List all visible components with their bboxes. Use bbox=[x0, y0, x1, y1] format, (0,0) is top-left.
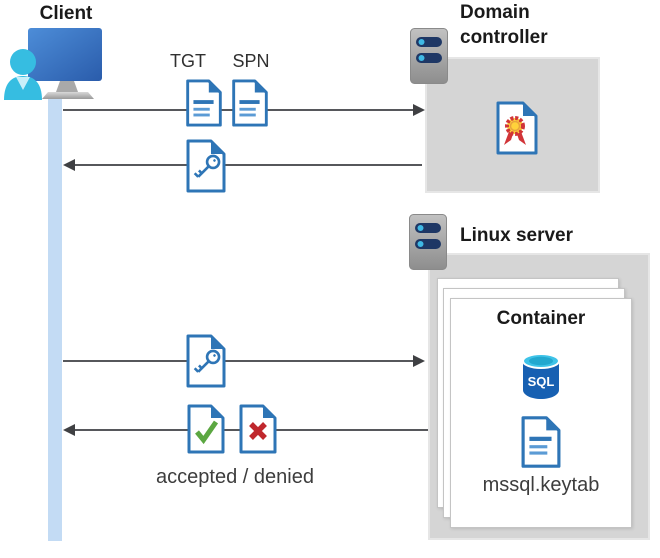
domain-controller-server-icon bbox=[410, 28, 448, 84]
linux-server-icon bbox=[409, 214, 447, 270]
keytab-file-label: mssql.keytab bbox=[482, 473, 600, 496]
denied-document-icon bbox=[239, 404, 277, 454]
spn-label: SPN bbox=[232, 51, 270, 71]
arrow-send-ticket-head bbox=[413, 355, 425, 367]
client-workstation-icon bbox=[4, 26, 104, 100]
linux-server-label: Linux server bbox=[460, 225, 573, 246]
client-lifeline bbox=[48, 94, 62, 541]
tgt-document-icon bbox=[185, 79, 223, 127]
spn-document-icon bbox=[231, 79, 269, 127]
kerberos-ticket-to-server-icon bbox=[186, 334, 226, 388]
result-label: accepted / denied bbox=[156, 466, 314, 488]
keytab-document-icon bbox=[521, 415, 561, 469]
client-label: Client bbox=[39, 3, 93, 24]
arrow-return-ticket-head bbox=[63, 159, 75, 171]
container-label: Container bbox=[496, 308, 586, 329]
sql-icon-label: SQL bbox=[528, 374, 555, 389]
sql-server-icon: SQL bbox=[521, 352, 561, 400]
domain-controller-label: Domain controller bbox=[460, 2, 548, 48]
arrow-request-tgt-spn-head bbox=[413, 104, 425, 116]
arrow-return-ticket bbox=[75, 164, 422, 166]
tgt-label: TGT bbox=[170, 51, 206, 71]
accepted-document-icon bbox=[187, 404, 225, 454]
kerberos-ticket-icon bbox=[186, 139, 226, 193]
arrow-send-ticket bbox=[63, 360, 413, 362]
certificate-document-icon bbox=[496, 101, 538, 155]
container-card: Container SQL mssql.keytab bbox=[450, 298, 632, 528]
arrow-result-head bbox=[63, 424, 75, 436]
